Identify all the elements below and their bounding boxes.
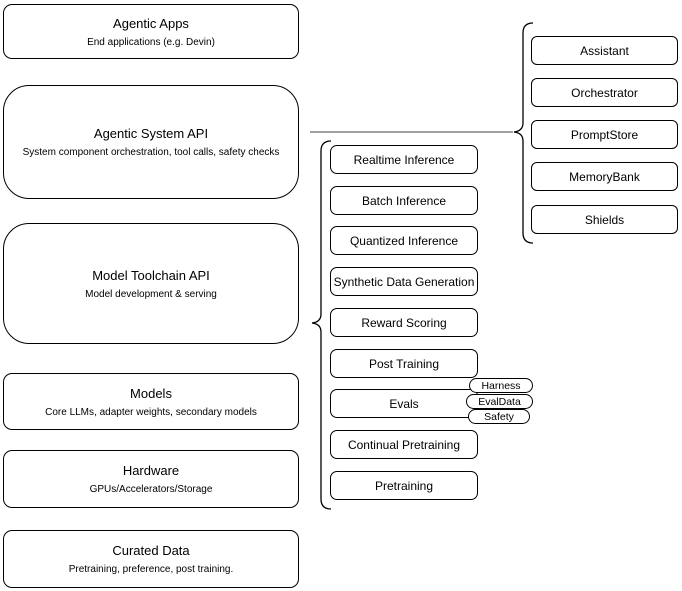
pill-label: EvalData [478, 395, 521, 408]
node-subtitle: System component orchestration, tool cal… [22, 147, 280, 158]
node-hardware: Hardware GPUs/Accelerators/Storage [3, 450, 299, 508]
node-agentic-system-api: Agentic System API System component orch… [3, 85, 299, 199]
node-label: Pretraining [374, 478, 434, 493]
node-label: Assistant [580, 43, 629, 58]
node-title: Curated Data [112, 543, 190, 558]
node-subtitle: GPUs/Accelerators/Storage [89, 484, 213, 495]
pill-evaldata: EvalData [466, 394, 533, 409]
node-promptstore: PromptStore [531, 120, 678, 149]
node-label: Synthetic Data Generation [333, 274, 475, 289]
node-synthetic-data-generation: Synthetic Data Generation [330, 267, 478, 296]
pill-label: Harness [481, 379, 521, 392]
node-batch-inference: Batch Inference [330, 186, 478, 215]
node-title: Agentic System API [93, 126, 209, 141]
node-label: Realtime Inference [353, 152, 455, 167]
node-post-training: Post Training [330, 349, 478, 378]
node-title: Model Toolchain API [92, 267, 210, 283]
node-label: Post Training [368, 356, 440, 371]
node-label: Batch Inference [361, 193, 447, 208]
node-subtitle: Pretraining, preference, post training. [68, 564, 234, 575]
node-label: Continual Pretraining [347, 437, 461, 452]
node-pretraining: Pretraining [330, 471, 478, 500]
node-label: Reward Scoring [361, 315, 447, 330]
node-models: Models Core LLMs, adapter weights, secon… [3, 373, 299, 430]
node-quantized-inference: Quantized Inference [330, 226, 478, 255]
pill-harness: Harness [469, 378, 533, 393]
node-label: Shields [584, 212, 625, 227]
node-subtitle: End applications (e.g. Devin) [87, 36, 215, 48]
node-subtitle: Model development & serving [85, 288, 217, 300]
node-title: Models [130, 385, 172, 401]
node-title: Hardware [122, 463, 180, 478]
node-subtitle: Core LLMs, adapter weights, secondary mo… [45, 406, 257, 418]
pill-label: Safety [484, 410, 514, 423]
node-realtime-inference: Realtime Inference [330, 145, 478, 174]
node-orchestrator: Orchestrator [531, 78, 678, 107]
node-title: Agentic Apps [113, 15, 189, 31]
node-memorybank: MemoryBank [531, 162, 678, 191]
node-label: PromptStore [570, 127, 639, 142]
node-agentic-apps: Agentic Apps End applications (e.g. Devi… [3, 4, 299, 59]
node-shields: Shields [531, 205, 678, 234]
node-evals: Evals [330, 389, 478, 418]
node-continual-pretraining: Continual Pretraining [330, 430, 478, 459]
node-label: Orchestrator [571, 85, 638, 100]
node-label: Quantized Inference [349, 233, 459, 248]
node-model-toolchain-api: Model Toolchain API Model development & … [3, 223, 299, 344]
node-assistant: Assistant [531, 36, 678, 65]
pill-safety: Safety [468, 409, 530, 424]
node-reward-scoring: Reward Scoring [330, 308, 478, 337]
node-label: Evals [389, 396, 419, 411]
toolchain-bracket [311, 140, 332, 510]
node-label: MemoryBank [569, 169, 640, 184]
node-curated-data: Curated Data Pretraining, preference, po… [3, 530, 299, 588]
